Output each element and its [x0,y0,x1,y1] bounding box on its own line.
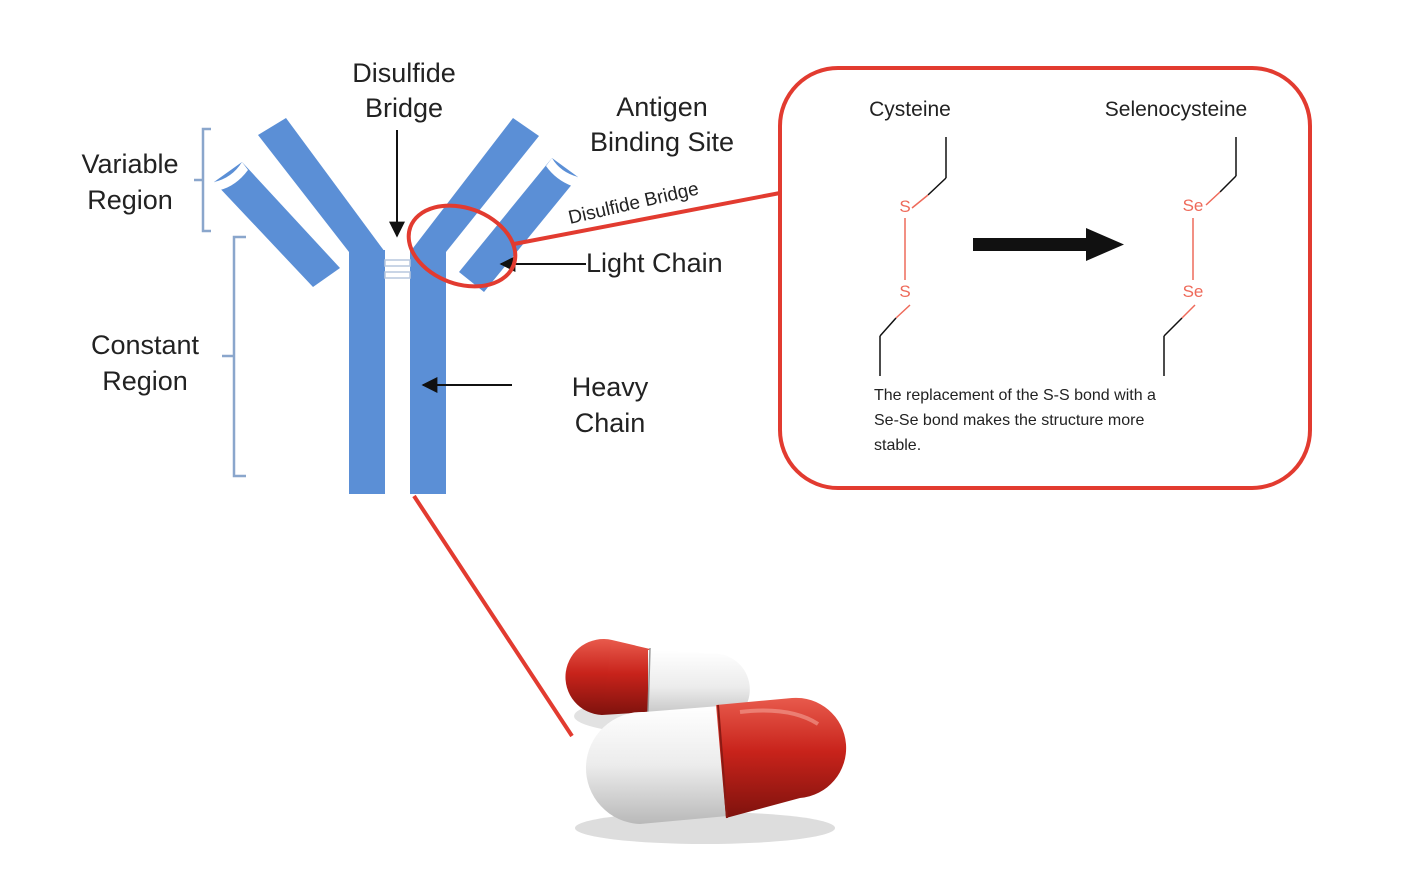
heavy-chain-label-line2: Chain [575,408,646,438]
capsule-front [575,697,847,844]
selenocysteine-label: Selenocysteine [1105,98,1247,121]
inset-note-line1: The replacement of the S-S bond with a [874,387,1156,404]
heavy-chain-left-stem [349,250,385,494]
variable-region-label-line1: Variable [81,149,178,179]
disulfide-bridge-hinge-bottom [384,271,411,279]
light-chain-left [214,162,340,287]
selenocysteine-atom-se-bottom: Se [1183,282,1204,301]
capsule-icon [565,639,847,844]
cysteine-atom-s-top: S [899,197,910,216]
disulfide-bridge-light-right [456,238,469,252]
constant-region-label-line1: Constant [91,330,200,360]
variable-region-label-line2: Region [87,185,173,215]
heavy-chain-left-arm [258,118,385,252]
antigen-binding-site-label-line2: Binding Site [590,127,734,157]
binding-notch-left [214,162,248,190]
capsule-leader-line [412,494,574,738]
variable-region-bracket [194,127,211,233]
inset-panel [778,66,1312,490]
disulfide-bridge-top-label-line2: Bridge [365,93,443,123]
constant-region-label-line2: Region [102,366,188,396]
disulfide-bridge-top-label-line1: Disulfide [352,58,456,88]
antibody-structure [214,118,578,494]
light-chain-label: Light Chain [586,248,723,278]
heavy-chain-right-arm [410,118,539,252]
light-chain-right [459,158,578,292]
inset-note-line3: stable. [874,437,921,454]
constant-region-bracket [222,235,246,478]
cysteine-atom-s-bottom: S [899,282,910,301]
disulfide-highlight-ellipse [406,203,518,289]
antigen-binding-site-label-line1: Antigen [616,92,708,122]
cysteine-structure: S S [879,137,947,376]
heavy-chain-right-stem [410,250,446,494]
cysteine-label: Cysteine [869,98,951,121]
disulfide-bridge-light-left [326,238,339,252]
binding-notch-right [546,158,578,186]
inset-leader-line [513,191,781,246]
selenocysteine-atom-se-top: Se [1183,196,1204,215]
inset-note-line2: Se-Se bond makes the structure more [874,412,1144,429]
selenocysteine-structure: Se Se [1163,137,1237,376]
arrow-right-icon [973,228,1124,261]
heavy-chain-label-line1: Heavy [572,372,649,402]
disulfide-bridge-hinge-top [384,259,411,267]
